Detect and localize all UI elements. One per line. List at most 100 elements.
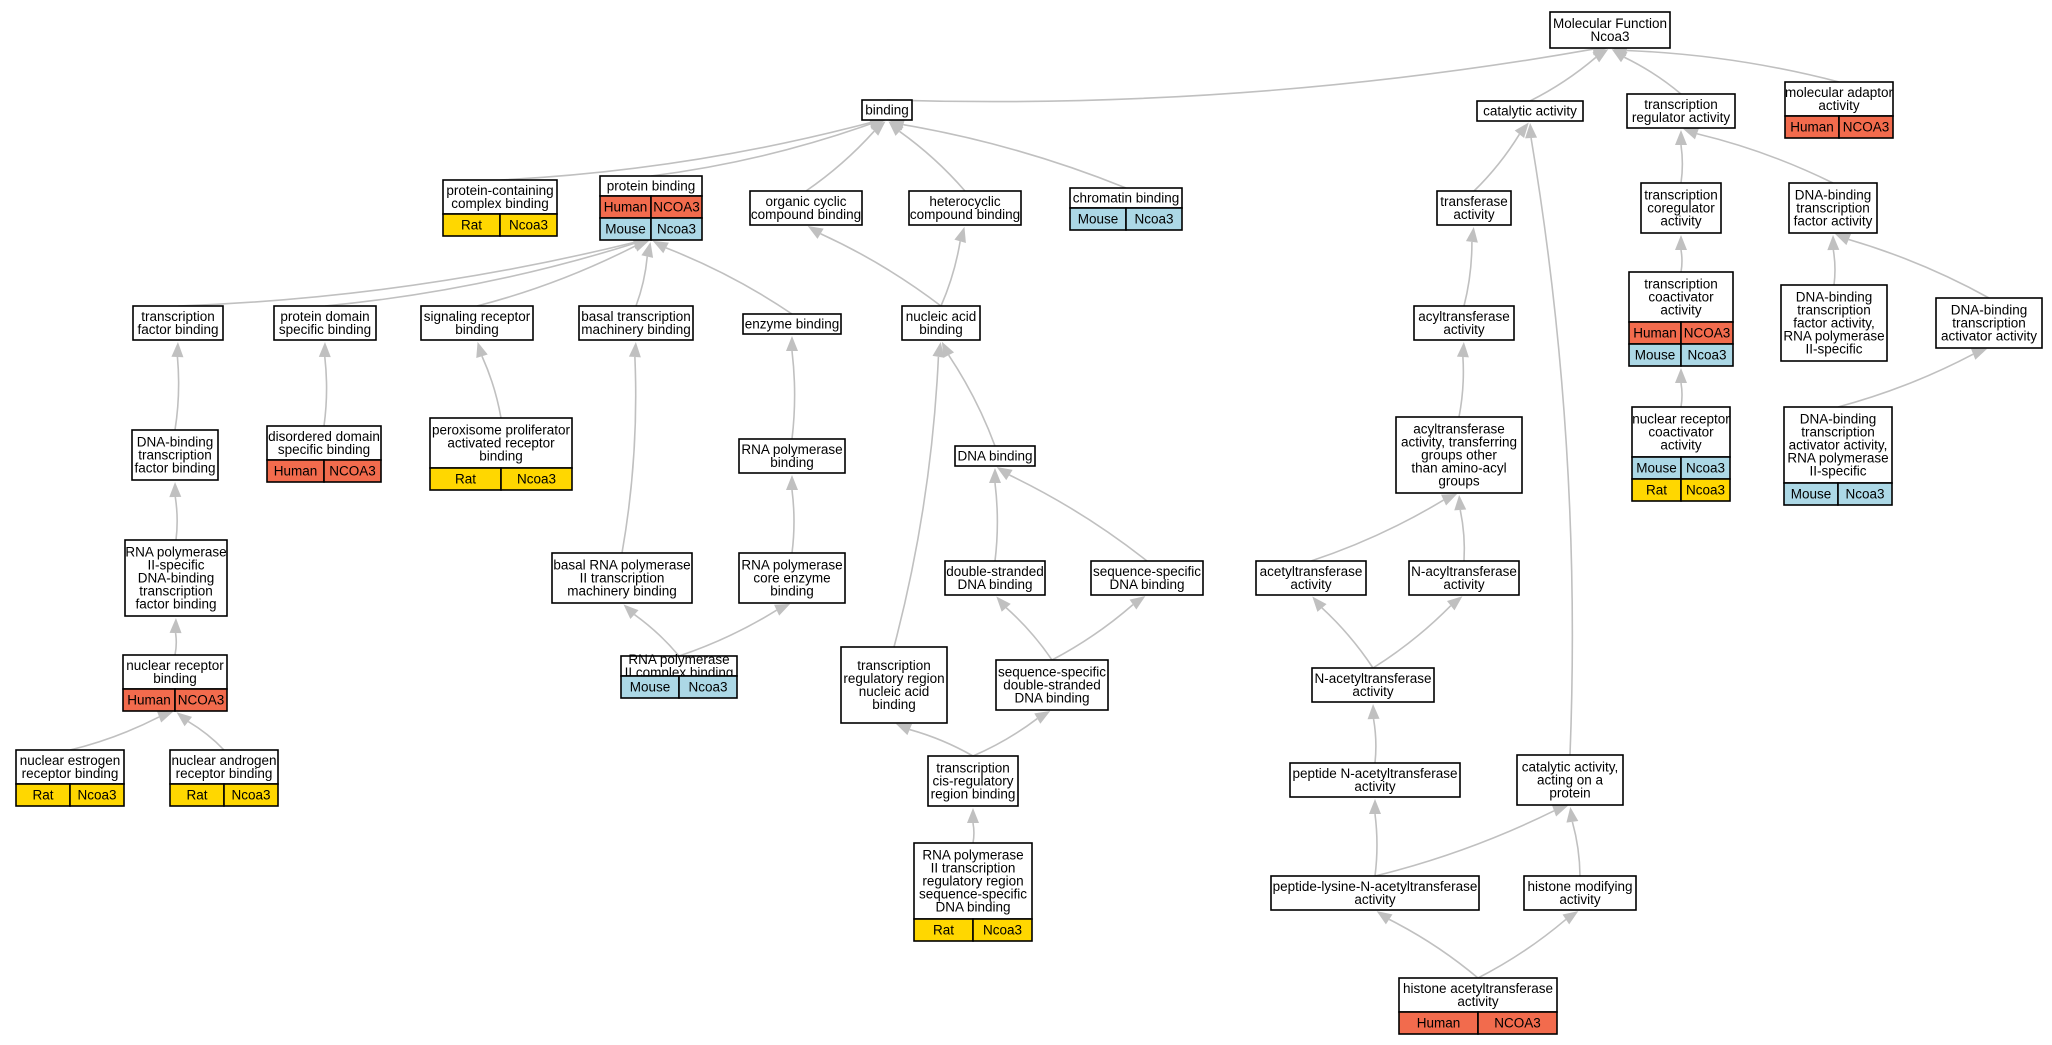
edge-arrowhead bbox=[176, 712, 193, 727]
go-term-dnab[interactable]: DNA binding bbox=[954, 445, 1036, 467]
gene-label: Ncoa3 bbox=[1134, 212, 1173, 227]
edge-ddsb-to-pdsb bbox=[323, 356, 328, 427]
term-label-line: activity bbox=[1443, 322, 1485, 337]
term-label-line: binding bbox=[919, 322, 963, 337]
term-box bbox=[861, 99, 913, 121]
edge-arrowhead bbox=[1446, 596, 1463, 611]
edge-arrowhead bbox=[1441, 493, 1458, 506]
term-box bbox=[266, 425, 382, 461]
edge-chrom-to-binding bbox=[903, 123, 1127, 189]
gene-label: NCOA3 bbox=[1494, 1016, 1541, 1031]
gene-cell bbox=[1125, 207, 1183, 231]
go-term-nrcoact[interactable]: nuclear receptorcoactivatoractivityMouse… bbox=[1631, 406, 1731, 502]
edge-histmod-to-catprot bbox=[1571, 821, 1581, 877]
go-term-catalytic[interactable]: catalytic activity bbox=[1476, 100, 1584, 122]
term-label-line: RNA polymerase bbox=[741, 442, 842, 457]
term-box bbox=[442, 179, 558, 215]
gene-cell bbox=[1680, 343, 1734, 367]
term-label-line: nuclear receptor bbox=[126, 658, 224, 673]
edge-acyltrnon-to-acyltr bbox=[1458, 356, 1465, 418]
edge-enzb-to-pb bbox=[665, 247, 793, 315]
term-label-line: groups other bbox=[1421, 448, 1497, 463]
edge-arrowhead bbox=[954, 226, 966, 244]
term-label-line: transcription bbox=[139, 584, 213, 599]
term-label-line: acyltransferase bbox=[1413, 422, 1505, 437]
gene-label: Ncoa3 bbox=[517, 472, 556, 487]
species-label: Mouse bbox=[1078, 212, 1119, 227]
go-term-enzb[interactable]: enzyme binding bbox=[742, 313, 842, 335]
term-label-line: DNA binding bbox=[1109, 577, 1184, 592]
term-label-line: DNA-binding bbox=[1795, 188, 1872, 203]
edge-arrowhead bbox=[1675, 235, 1687, 250]
term-label-line: coactivator bbox=[1648, 290, 1714, 305]
edge-acyltr-to-transf bbox=[1463, 241, 1473, 307]
edge-pccb-to-binding bbox=[499, 121, 871, 181]
term-label-line: nuclear receptor bbox=[1632, 412, 1730, 427]
term-label-line: binding bbox=[865, 103, 909, 118]
go-term-rnap2dbtfb[interactable]: RNA polymeraseII-specificDNA-bindingtran… bbox=[124, 539, 228, 617]
term-label-line: factor activity bbox=[1794, 214, 1873, 229]
term-label-line: signaling receptor bbox=[424, 309, 531, 324]
go-term-pepLys[interactable]: peptide-lysine-N-acetyltransferaseactivi… bbox=[1270, 875, 1480, 911]
edge-rnapb-to-enzb bbox=[791, 350, 796, 440]
term-label-line: peroxisome proliferator bbox=[432, 423, 571, 438]
term-box bbox=[908, 190, 1022, 226]
term-box bbox=[1783, 406, 1893, 484]
edge-tcrrb-to-trrna bbox=[909, 728, 974, 757]
term-label-line: nucleic acid bbox=[859, 684, 930, 699]
term-label-line: compound binding bbox=[910, 207, 1020, 222]
term-label-line: DNA-binding bbox=[1796, 290, 1873, 305]
go-term-binding[interactable]: binding bbox=[861, 99, 913, 121]
edge-pdsb-to-pb bbox=[324, 242, 635, 307]
gene-label: NCOA3 bbox=[329, 464, 376, 479]
term-label-line: nuclear estrogen bbox=[20, 753, 121, 768]
